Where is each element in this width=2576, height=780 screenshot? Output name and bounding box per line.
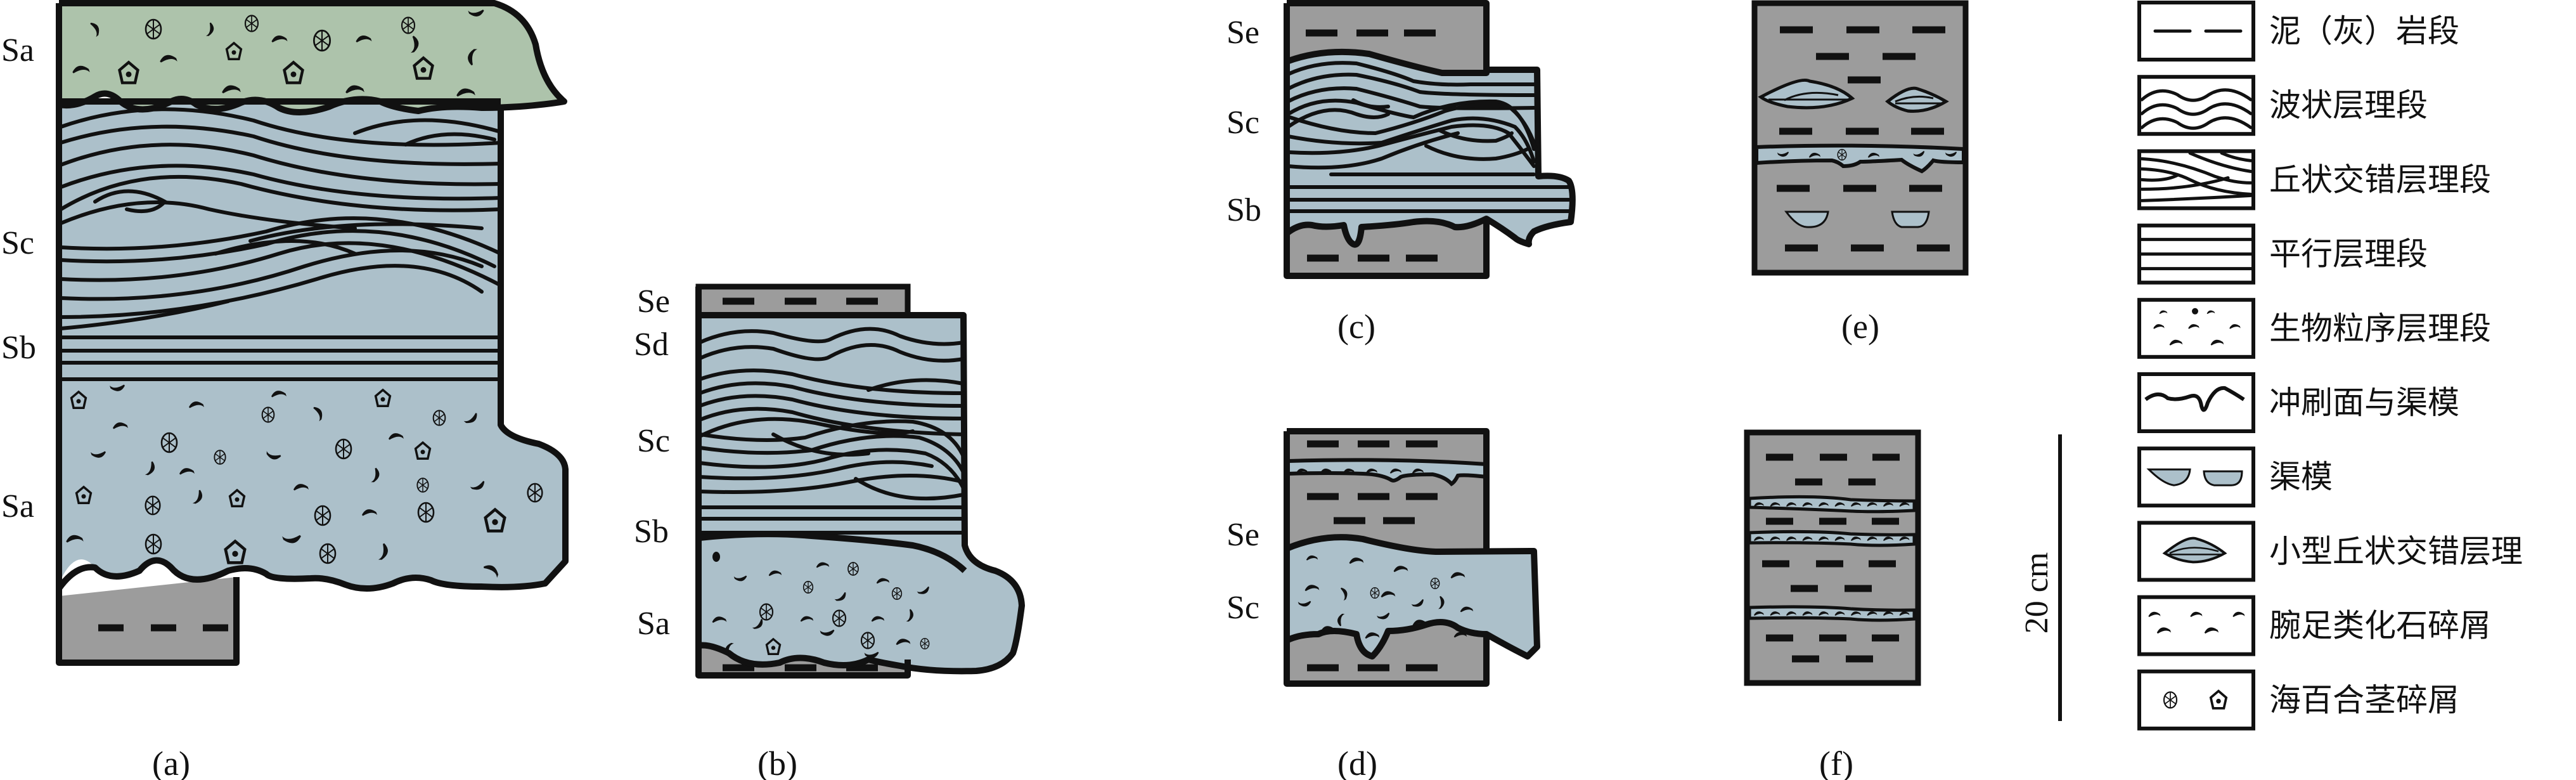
column-b-fossils bbox=[712, 552, 931, 658]
column-a-hummocky-laminae bbox=[59, 107, 503, 339]
legend-label: 渠模 bbox=[2269, 458, 2333, 495]
small-hummocky-icon bbox=[2137, 521, 2255, 582]
brachiopod-icon bbox=[2137, 595, 2255, 656]
column-a-outline bbox=[56, 3, 501, 666]
column-f-caption: (f) bbox=[1819, 744, 1853, 780]
column-a-label-sc: Sc bbox=[1, 225, 34, 261]
column-c: Se Sc Sb (c) bbox=[1227, 0, 1576, 346]
bio-graded-icon bbox=[2137, 297, 2255, 359]
legend-item-wavy: 波状层理段 bbox=[2137, 75, 2428, 136]
scale-bar-label: 20 cm bbox=[2019, 552, 2055, 634]
legend-label: 小型丘状交错层理 bbox=[2269, 533, 2523, 569]
column-e-shell-band bbox=[1755, 143, 1966, 174]
column-f: (f) bbox=[1744, 429, 1921, 780]
column-f-shell-bands bbox=[1748, 495, 1916, 622]
column-a-parallel-laminae bbox=[59, 349, 503, 381]
column-d-label-sc: Sc bbox=[1227, 590, 1259, 626]
column-c-caption: (c) bbox=[1337, 308, 1375, 346]
column-b-hummocky-laminae bbox=[698, 368, 965, 501]
column-a-label-sa-top: Sa bbox=[1, 32, 34, 68]
scour-icon bbox=[2137, 372, 2255, 433]
legend-label: 生物粒序层理段 bbox=[2269, 310, 2491, 347]
parallel-icon bbox=[2137, 223, 2255, 285]
legend-item-bio-graded: 生物粒序层理段 bbox=[2137, 297, 2491, 359]
column-e-gutter-casts bbox=[1784, 211, 1930, 228]
column-d-blue-body bbox=[1287, 537, 1537, 656]
legend-item-crinoid: 海百合茎碎屑 bbox=[2137, 669, 2459, 731]
legend-item-mudstone: 泥（灰）岩段 bbox=[2137, 1, 2459, 62]
wavy-icon bbox=[2137, 75, 2255, 136]
column-d-caption: (d) bbox=[1337, 744, 1377, 780]
column-d-outline bbox=[1284, 428, 1490, 687]
column-a-label-sb: Sb bbox=[1, 330, 36, 366]
scale-bar: 20 cm bbox=[2019, 434, 2062, 721]
column-b-caption: (b) bbox=[757, 744, 797, 780]
column-a: Sa Sc Sb Sa (a) bbox=[1, 0, 569, 780]
column-e-mudstone bbox=[1751, 0, 1969, 276]
column-f-mudstone bbox=[1744, 429, 1921, 686]
column-a-scour-lower bbox=[56, 101, 569, 592]
legend-label: 平行层理段 bbox=[2269, 236, 2428, 273]
legend-label: 冲刷面与渠模 bbox=[2269, 384, 2459, 421]
legend-item-gutter-cast: 渠模 bbox=[2137, 446, 2333, 508]
legend-label: 泥（灰）岩段 bbox=[2269, 13, 2459, 49]
legend-item-hummocky: 丘状交错层理段 bbox=[2137, 149, 2491, 211]
column-c-hummocky-laminae bbox=[1286, 61, 1539, 176]
column-b-wavy-laminae bbox=[698, 327, 965, 363]
column-a-green-cap bbox=[59, 3, 564, 113]
crinoid-icon bbox=[2137, 669, 2255, 731]
legend-item-brachiopod: 腕足类化石碎屑 bbox=[2137, 595, 2491, 656]
column-b-label-sc: Sc bbox=[637, 423, 670, 459]
legend-label: 波状层理段 bbox=[2269, 87, 2428, 124]
column-e-small-hummocky-lenses bbox=[1758, 78, 1949, 113]
legend-item-small-hummocky: 小型丘状交错层理 bbox=[2137, 521, 2523, 582]
legend-label: 腕足类化石碎屑 bbox=[2269, 608, 2491, 644]
column-d-label-se: Se bbox=[1227, 517, 1259, 553]
column-d: Se Sc (d) bbox=[1227, 428, 1540, 780]
column-b-label-sb: Sb bbox=[634, 514, 669, 550]
column-b: Se Sd Sc Sb Sa (b) bbox=[634, 283, 1025, 780]
column-b-label-se: Se bbox=[637, 283, 670, 320]
column-a-mudstone-base bbox=[59, 577, 236, 663]
column-c-outline bbox=[1284, 0, 1490, 279]
column-b-label-sd: Sd bbox=[634, 327, 669, 363]
hummocky-icon bbox=[2137, 149, 2255, 211]
column-c-parallel-laminae bbox=[1286, 185, 1571, 213]
column-e-caption: (e) bbox=[1841, 308, 1879, 346]
column-a-label-sa-bottom: Sa bbox=[1, 488, 34, 524]
legend-label: 海百合茎碎屑 bbox=[2269, 682, 2459, 718]
legend: 泥（灰）岩段波状层理段丘状交错层理段平行层理段生物粒序层理段冲刷面与渠模渠模小型… bbox=[2137, 1, 2523, 731]
column-c-label-se: Se bbox=[1227, 15, 1259, 51]
column-b-scour-surface bbox=[699, 531, 967, 573]
mudstone-icon bbox=[2137, 1, 2255, 62]
column-b-label-sa: Sa bbox=[637, 606, 670, 642]
column-d-shell-band bbox=[1285, 458, 1488, 486]
legend-label: 丘状交错层理段 bbox=[2269, 161, 2491, 198]
column-c-label-sb: Sb bbox=[1227, 192, 1261, 228]
column-a-blue-body bbox=[59, 101, 565, 589]
column-c-label-sc: Sc bbox=[1227, 105, 1259, 141]
legend-item-scour: 冲刷面与渠模 bbox=[2137, 372, 2459, 433]
column-e: (e) bbox=[1751, 0, 1969, 346]
legend-item-parallel: 平行层理段 bbox=[2137, 223, 2428, 285]
column-a-caption: (a) bbox=[152, 744, 190, 780]
gutter-cast-icon bbox=[2137, 446, 2255, 508]
